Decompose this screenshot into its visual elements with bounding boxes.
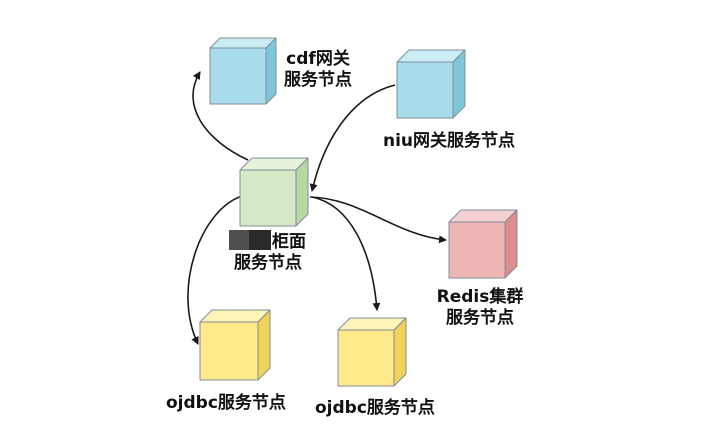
ojdbc-left-node-label: ojdbc服务节点 [166,393,286,414]
cube-side-face [504,209,518,279]
cube-front-face [199,321,259,381]
cdf-gateway-label-line2: 服务节点 [284,70,352,90]
cube-side-face [265,37,277,105]
redis-label-line1: Redis集群 [436,287,524,307]
counter-label-line1: 柜面 [272,232,306,252]
redis-label-line2: 服务节点 [446,308,514,328]
niu-gateway-node-label: niu网关服务节点 [383,131,515,152]
ojdbc-left-label: ojdbc服务节点 [166,393,286,413]
edge-counter-to-ojdbc-left [187,195,243,345]
ojdbc-right-node-cube [337,317,407,387]
ojdbc-right-node-label: ojdbc服务节点 [315,398,435,419]
counter-node-label: 柜面 服务节点 [234,232,306,274]
cube-front-face [209,47,267,105]
cdf-gateway-label-line1: cdf网关 [286,49,350,69]
cube-side-face [452,49,466,119]
cube-front-face [448,221,506,279]
cube-front-face [396,61,454,119]
edges [187,71,447,345]
niu-gateway-label: niu网关服务节点 [383,131,516,151]
edge-counter-to-ojdbc-right [311,196,381,311]
redis-node-label: Redis集群 服务节点 [430,287,530,329]
cdf-gateway-node-label: cdf网关 服务节点 [278,49,358,91]
redaction-block-fade [229,230,249,250]
edge-niu-gateway-to-counter [309,84,396,192]
ojdbc-left-node-cube [199,309,271,381]
counter-node-cube [239,157,309,227]
cube-side-face [393,317,407,387]
edge-counter-to-cdf-gateway [192,71,249,161]
ojdbc-right-label: ojdbc服务节点 [315,398,435,418]
niu-gateway-node-cube [396,49,466,119]
cube-front-face [337,329,395,387]
cube-front-face [239,169,297,227]
cube-side-face [295,157,309,227]
cube-top-face [209,37,277,49]
edge-counter-to-redis [309,196,447,244]
cube-side-face [257,309,271,381]
cdf-gateway-node-cube [209,37,277,105]
counter-label-line2: 服务节点 [234,253,302,273]
redis-node-cube [448,209,518,279]
